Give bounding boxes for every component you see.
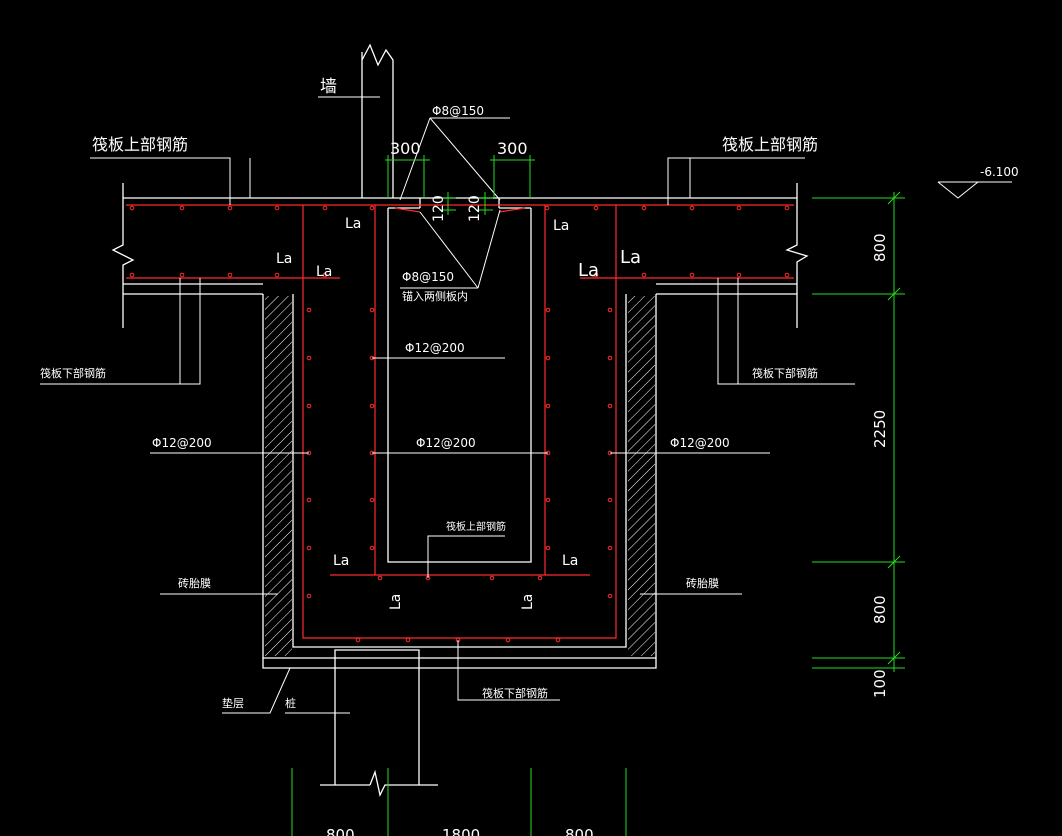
dim-bottom-right: 800 — [565, 826, 594, 836]
stirrup-mid-label: Φ8@150 — [402, 270, 454, 284]
la-marker: La — [620, 247, 641, 268]
dim-lip-left: 120 — [431, 195, 447, 222]
dim-notch-left: 300 — [390, 139, 421, 158]
la-marker: La — [316, 264, 332, 280]
rebar-right-label: Φ12@200 — [670, 436, 730, 450]
rebar-dots — [129, 205, 790, 643]
dim-pit-slab: 800 — [871, 595, 889, 624]
rebar-center-mid-label: Φ12@200 — [416, 436, 476, 450]
dim-notch-right: 300 — [497, 139, 528, 158]
brick-left-label: 砖胎膜 — [178, 576, 211, 590]
dim-bottom-left: 800 — [326, 826, 355, 836]
raft-top-center-label: 筏板上部钢筋 — [446, 520, 506, 533]
la-marker: La — [562, 553, 578, 569]
leader-lines — [40, 96, 1012, 714]
brick-formwork-left — [265, 296, 292, 656]
la-marker: La — [520, 594, 536, 610]
elevation-label: -6.100 — [980, 165, 1019, 179]
rebar-lines — [126, 204, 794, 639]
dim-bottom-mid: 1800 — [442, 826, 480, 836]
la-marker: La — [578, 260, 599, 281]
la-marker: La — [276, 251, 292, 267]
dim-cushion: 100 — [871, 669, 889, 698]
anchor-note: 锚入两侧板内 — [402, 289, 468, 303]
raft-top-left-label: 筏板上部钢筋 — [92, 135, 188, 154]
pile-label: 桩 — [285, 696, 296, 710]
dim-lip-right: 120 — [467, 195, 483, 222]
dimension-lines — [291, 155, 905, 836]
la-marker: La — [333, 553, 349, 569]
la-marker: La — [345, 216, 361, 232]
raft-bottom-center-label: 筏板下部钢筋 — [482, 686, 548, 700]
raft-top-right-label: 筏板上部钢筋 — [722, 135, 818, 154]
dim-pit-depth: 2250 — [871, 410, 889, 448]
annotations: 墙 筏板上部钢筋 筏板上部钢筋 筏板下部钢筋 筏板下部钢筋 筏板上部钢筋 筏板下… — [40, 77, 1019, 836]
raft-bottom-right-label: 筏板下部钢筋 — [752, 366, 818, 380]
concrete-outline — [111, 43, 809, 797]
wall-label: 墙 — [320, 77, 337, 97]
la-marker: La — [388, 594, 404, 610]
la-marker: La — [553, 218, 569, 234]
cushion-label: 垫层 — [222, 696, 244, 710]
raft-bottom-left-label: 筏板下部钢筋 — [40, 366, 106, 380]
brick-formwork-right — [628, 296, 655, 656]
dim-raft-thickness: 800 — [871, 233, 889, 262]
stirrup-top-label: Φ8@150 — [432, 104, 484, 118]
brick-right-label: 砖胎膜 — [686, 576, 719, 590]
rebar-center-top-label: Φ12@200 — [405, 341, 465, 355]
rebar-left-label: Φ12@200 — [152, 436, 212, 450]
